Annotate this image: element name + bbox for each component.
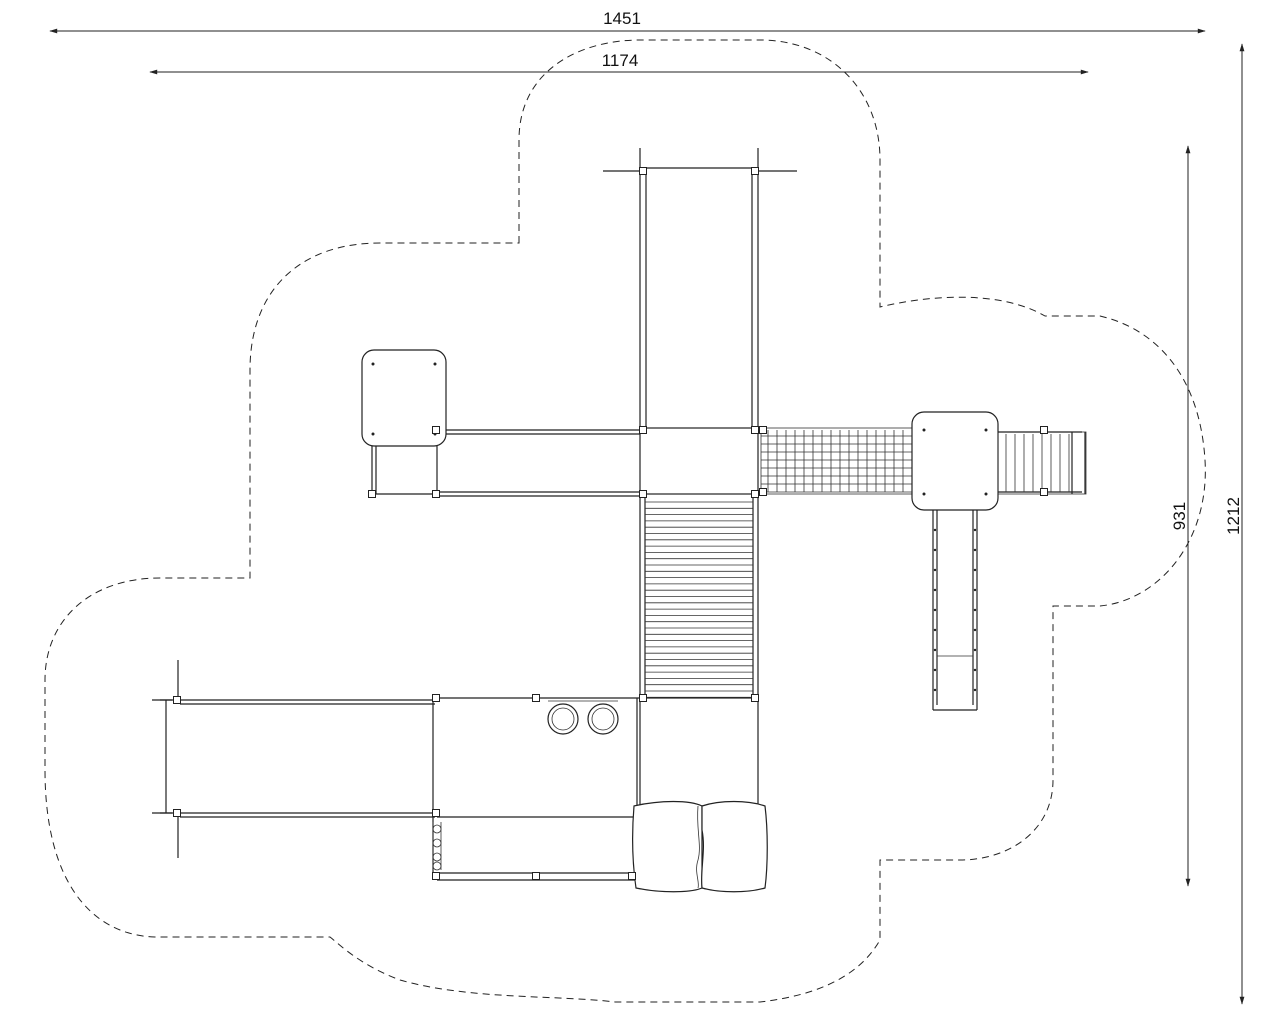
support-post [639,426,647,434]
roof-panel-bottom-right [700,800,768,893]
support-post [432,694,440,702]
tire-swing-right [587,703,619,735]
support-post [1040,426,1048,434]
support-post [751,490,759,498]
support-post [432,872,440,880]
support-post [432,426,440,434]
lower-left-slide [152,660,435,858]
support-post [628,872,636,880]
climbing-holds [432,822,442,871]
lower-platform [639,697,759,807]
net-bridge [760,427,914,495]
support-post [1040,488,1048,496]
safety-zone-outline [44,39,1206,1003]
right-tower [911,411,999,511]
support-post [368,490,376,498]
dimension-label-overall-depth: 1212 [1224,497,1243,535]
dimension-label-overall-width: 1451 [603,9,641,28]
support-post [751,426,759,434]
right-roof-panel [911,411,999,511]
left-upper-tower [361,349,640,497]
support-post [173,809,181,817]
left-roof-panel [361,349,447,447]
support-post [532,694,540,702]
support-post [432,490,440,498]
support-post [639,490,647,498]
right-tube-slide [932,510,978,711]
right-stairs [997,431,1087,495]
support-post [639,167,647,175]
roof-panel-bottom-left [632,800,703,893]
support-post [751,167,759,175]
support-post [751,694,759,702]
dimension-overall-depth: 1212 [1224,43,1245,1005]
dimension-inner-width: 1174 [149,51,1089,75]
support-post [432,809,440,817]
lower-middle-deck [432,697,640,881]
support-post [639,694,647,702]
support-post [173,696,181,704]
dimension-label-inner-width: 1174 [602,51,639,70]
upper-slide-assembly [603,148,797,430]
dimension-inner-depth: 931 [1170,145,1191,887]
support-post [759,426,767,434]
support-post [759,488,767,496]
support-posts [173,167,1048,880]
tire-swing-left [547,703,579,735]
support-post [532,872,540,880]
central-platform [639,427,759,495]
slatted-bridge [639,494,759,698]
dimension-label-inner-depth: 931 [1170,502,1189,530]
dimension-overall-width: 1451 [49,9,1206,34]
